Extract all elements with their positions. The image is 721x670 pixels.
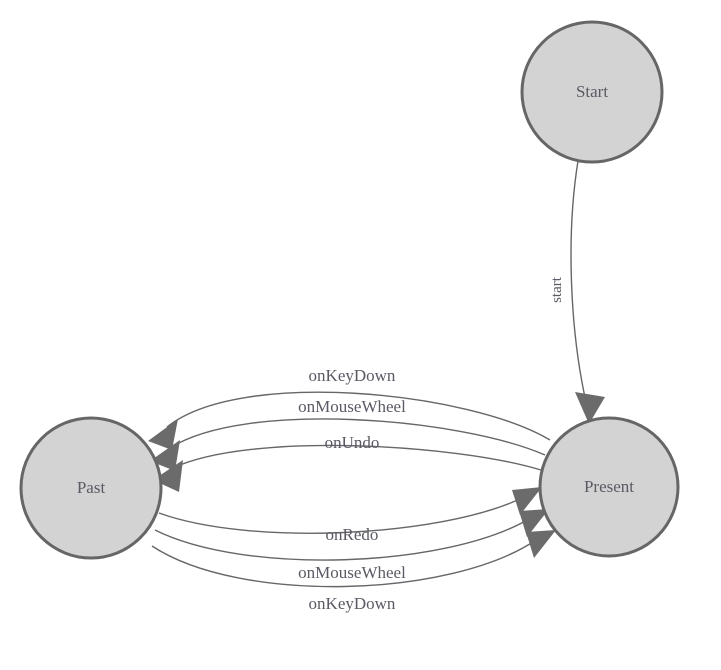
node-past[interactable]: Past [19, 416, 163, 560]
edge-onkeydown-undo-arrowhead [148, 419, 178, 450]
node-start-label: Start [576, 82, 608, 101]
edge-onmousewheel-undo-label: onMouseWheel [298, 397, 406, 416]
edge-onkeydown-undo[interactable]: onKeyDown [148, 366, 551, 450]
edge-start-label: start [549, 276, 565, 303]
edge-start-path [570, 160, 587, 403]
edge-onmousewheel-undo-path [169, 418, 546, 456]
node-past-label: Past [77, 478, 106, 497]
edge-onundo[interactable]: onUndo [153, 433, 542, 492]
node-present-circle [538, 416, 680, 558]
node-present[interactable]: Present [538, 416, 680, 558]
node-present-label: Present [584, 477, 634, 496]
edge-onmousewheel-redo-label: onMouseWheel [298, 563, 406, 582]
edge-onredo-path [158, 497, 523, 534]
edge-onredo-arrowhead [512, 487, 542, 515]
edge-onkeydown-redo[interactable]: onKeyDown [151, 530, 556, 613]
edge-onredo-label: onRedo [326, 525, 379, 544]
edge-onkeydown-undo-label: onKeyDown [309, 366, 396, 385]
edge-onredo[interactable]: onRedo [158, 487, 542, 544]
edge-onkeydown-redo-label: onKeyDown [309, 594, 396, 613]
node-start-circle [520, 20, 664, 164]
edge-start[interactable]: start [549, 160, 605, 424]
edge-onundo-label: onUndo [325, 433, 380, 452]
edge-start-arrowhead [575, 392, 605, 424]
edge-onundo-arrowhead [153, 460, 183, 492]
edge-onmousewheel-redo-path [154, 518, 530, 561]
node-start[interactable]: Start [520, 20, 664, 164]
edge-onkeydown-redo-arrowhead [526, 530, 556, 558]
edge-onmousewheel-redo-arrowhead [519, 509, 549, 537]
edge-onundo-path [172, 444, 542, 471]
edge-onmousewheel-undo[interactable]: onMouseWheel [150, 397, 546, 471]
edge-onmousewheel-redo[interactable]: onMouseWheel [154, 509, 549, 582]
edge-onkeydown-redo-path [151, 539, 537, 588]
node-past-circle [19, 416, 163, 560]
edge-onkeydown-undo-path [166, 391, 551, 441]
